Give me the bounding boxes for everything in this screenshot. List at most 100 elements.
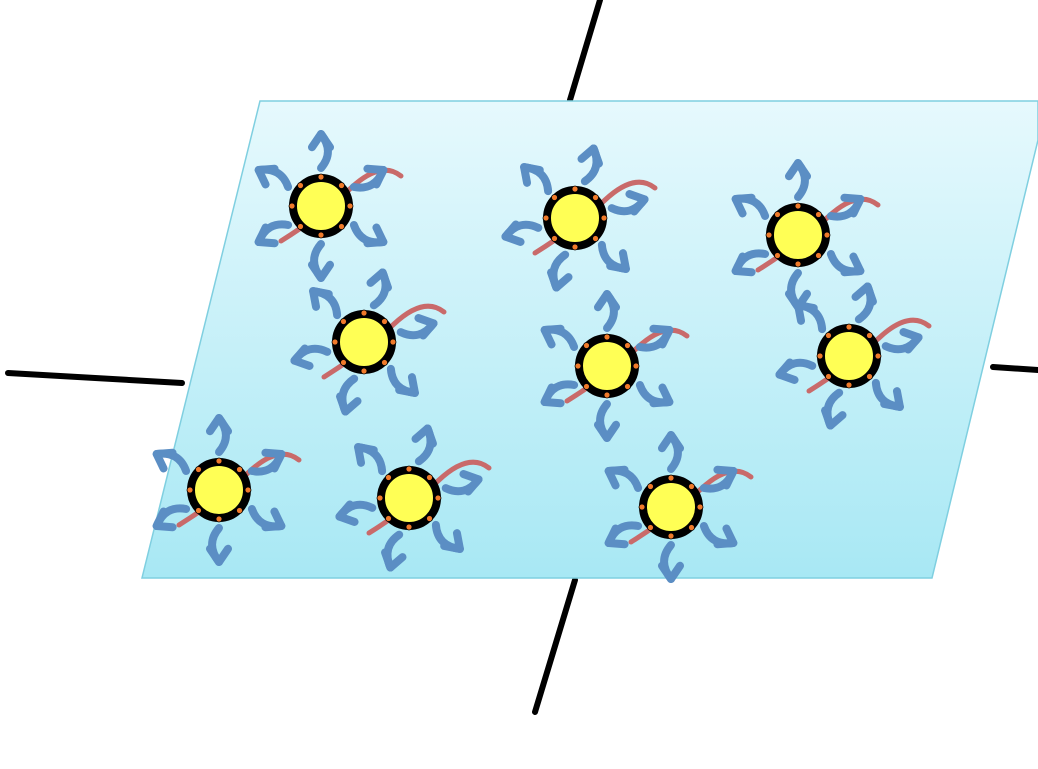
binding-site xyxy=(215,515,223,523)
ligand-arrowhead xyxy=(547,268,573,292)
ligand-arrowhead xyxy=(395,373,419,397)
particle xyxy=(501,144,658,292)
ligand-arrowhead xyxy=(261,507,286,532)
ligand-arrowhead xyxy=(625,190,649,216)
binding-site xyxy=(186,486,194,494)
ligand-arrowhead xyxy=(851,282,877,306)
ligand-arrowhead xyxy=(440,529,464,553)
binding-site xyxy=(600,214,608,222)
particle xyxy=(335,424,492,572)
ligand-arrowhead xyxy=(205,414,233,436)
binding-site xyxy=(340,318,347,325)
ligand-arrowhead xyxy=(307,260,335,282)
binding-site xyxy=(542,214,550,222)
ligand-arrowhead xyxy=(335,500,359,526)
binding-site xyxy=(434,494,442,502)
ligand-arrowhead xyxy=(152,507,177,532)
binding-site xyxy=(376,494,384,502)
ligand-arrowhead xyxy=(731,193,756,218)
binding-site xyxy=(297,182,304,189)
binding-site xyxy=(405,465,413,473)
ligand-arrowhead xyxy=(649,383,674,408)
binding-site xyxy=(195,466,202,473)
ligand-arrowhead xyxy=(152,448,177,473)
axis-line-bottom xyxy=(532,577,578,715)
ligand-arrowhead xyxy=(794,301,818,325)
binding-site xyxy=(632,362,640,370)
binding-site xyxy=(317,173,325,181)
binding-site xyxy=(794,260,802,268)
binding-site xyxy=(874,352,882,360)
axis-line-top xyxy=(567,0,603,103)
ligand-arms xyxy=(290,268,438,416)
binding-site xyxy=(346,202,354,210)
ligand-arrowhead xyxy=(363,164,388,189)
ligand-arrowhead xyxy=(713,524,738,549)
binding-site xyxy=(624,342,631,349)
ligand-arrowhead xyxy=(354,443,378,467)
ligand-arrowhead xyxy=(205,544,233,566)
ligand-arrowhead xyxy=(336,392,362,416)
ligand-arrowhead xyxy=(381,548,407,572)
binding-site xyxy=(288,202,296,210)
ligand-arrowhead xyxy=(880,387,904,411)
binding-site xyxy=(845,323,853,331)
binding-site xyxy=(551,194,558,201)
binding-site xyxy=(215,457,223,465)
particle xyxy=(254,130,404,282)
ligand-arms xyxy=(254,130,388,282)
ligand-arrowhead xyxy=(649,324,674,349)
binding-site xyxy=(426,474,433,481)
axis-line-right xyxy=(990,364,1038,373)
binding-site xyxy=(571,185,579,193)
binding-site xyxy=(667,474,675,482)
axis-lines xyxy=(5,0,1038,715)
binding-site xyxy=(815,211,822,218)
particle-layer xyxy=(152,130,932,583)
ligand-arrowhead xyxy=(520,163,544,187)
binding-site xyxy=(592,194,599,201)
ligand-arrowhead xyxy=(840,193,865,218)
ligand-arrowhead xyxy=(840,252,865,277)
binding-site xyxy=(236,507,243,514)
ligand-arrowhead xyxy=(657,561,685,583)
binding-site xyxy=(823,231,831,239)
binding-site xyxy=(688,483,695,490)
binding-site xyxy=(297,223,304,230)
binding-site xyxy=(866,373,873,380)
binding-site xyxy=(426,515,433,522)
ligand-arms xyxy=(540,290,674,442)
particle xyxy=(604,431,754,583)
binding-site xyxy=(338,182,345,189)
binding-site xyxy=(360,309,368,317)
binding-site xyxy=(236,466,243,473)
ligand-arrowhead xyxy=(593,420,621,442)
binding-site xyxy=(381,318,388,325)
binding-site xyxy=(338,223,345,230)
binding-site xyxy=(385,474,392,481)
binding-site xyxy=(317,231,325,239)
binding-site xyxy=(845,381,853,389)
binding-site xyxy=(571,243,579,251)
particle xyxy=(540,290,690,442)
ligand-arrowhead xyxy=(309,287,333,311)
binding-site xyxy=(603,333,611,341)
ligand-arrowhead xyxy=(261,448,286,473)
binding-site xyxy=(774,211,781,218)
binding-site xyxy=(765,231,773,239)
binding-site xyxy=(825,332,832,339)
axis-line-left xyxy=(5,370,185,386)
binding-site xyxy=(244,486,252,494)
binding-site xyxy=(574,362,582,370)
binding-site xyxy=(794,202,802,210)
ligand-arms xyxy=(501,144,649,292)
ligand-arrowhead xyxy=(606,249,630,273)
ligand-arrowhead xyxy=(899,328,923,354)
particle xyxy=(290,268,447,416)
particle xyxy=(775,282,932,430)
ligand-arrowhead xyxy=(540,383,565,408)
ligand-arrowhead xyxy=(577,144,603,168)
ligand-arrowhead xyxy=(604,524,629,549)
binding-site xyxy=(405,523,413,531)
